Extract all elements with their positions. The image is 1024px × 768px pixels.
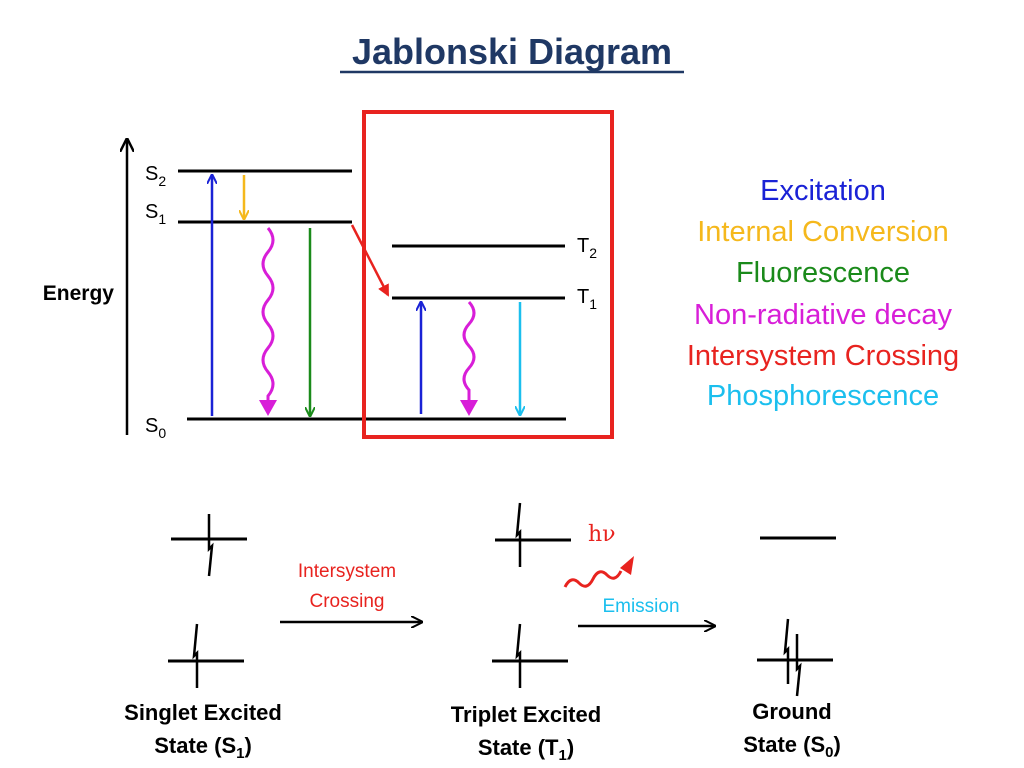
ground-state-caption-line2: State (S0) xyxy=(743,732,841,761)
photon-wave xyxy=(563,570,623,588)
singlet-state-caption-line2: State (S1) xyxy=(154,733,252,762)
legend-phosphorescence: Phosphorescence xyxy=(707,380,939,412)
triplet-highlight-box xyxy=(362,110,614,439)
level-label-t1: T1 xyxy=(577,286,597,312)
singlet-spin-down-arrow xyxy=(207,514,214,577)
ground-spin-up-arrow xyxy=(783,618,790,684)
energy-axis-label: Energy xyxy=(43,282,115,305)
page-title: Jablonski Diagram xyxy=(352,31,672,72)
triplet-non-radiative-arrowhead xyxy=(460,400,478,416)
singlet-excited-orbitals xyxy=(168,514,247,688)
triplet-excited-orbitals xyxy=(492,502,571,688)
singlet-spin-up-arrow xyxy=(192,623,199,688)
triplet-state-caption-line1: Triplet Excited xyxy=(451,702,601,727)
isc-label-line2: Crossing xyxy=(310,591,385,612)
level-label-s0: S0 xyxy=(145,415,166,441)
ground-state-orbitals xyxy=(757,536,836,697)
legend-non-radiative-decay: Non-radiative decay xyxy=(694,299,952,331)
triplet-lower-spin-up-arrow xyxy=(515,623,522,688)
emission-label: Emission xyxy=(602,596,679,617)
legend-fluorescence: Fluorescence xyxy=(736,257,910,289)
non-radiative-decay-arrowhead xyxy=(259,400,277,416)
ground-spin-down-arrow xyxy=(795,634,802,697)
triplet-upper-spin-up-arrow xyxy=(515,502,522,567)
level-label-t2: T2 xyxy=(577,235,597,261)
legend-intersystem-crossing: Intersystem Crossing xyxy=(687,340,959,372)
legend-excitation: Excitation xyxy=(760,175,886,207)
isc-label-line1: Intersystem xyxy=(298,561,396,582)
non-radiative-decay-wave xyxy=(261,227,275,406)
ground-state-caption-line1: Ground xyxy=(752,699,831,724)
photon-arrowhead xyxy=(620,556,634,575)
triplet-state-caption-line2: State (T1) xyxy=(478,735,574,764)
photon-hv-label: hν xyxy=(588,522,616,547)
intersystem-crossing-arrow xyxy=(350,224,390,297)
level-label-s1: S1 xyxy=(145,201,166,227)
legend: Excitation Internal Conversion Fluoresce… xyxy=(687,175,959,412)
singlet-state-caption-line1: Singlet Excited xyxy=(124,700,282,725)
level-label-s2: S2 xyxy=(145,163,166,189)
legend-internal-conversion: Internal Conversion xyxy=(697,216,948,248)
triplet-non-radiative-wave xyxy=(462,300,476,402)
